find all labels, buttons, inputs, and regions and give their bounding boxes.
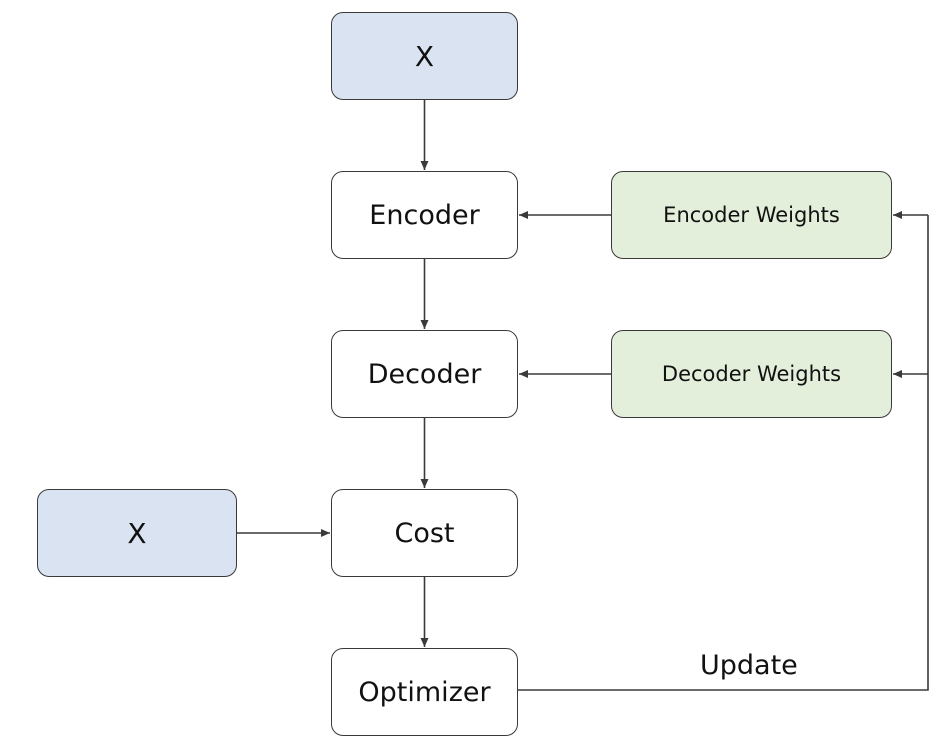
encoder-weights-node: Encoder Weights <box>611 171 892 259</box>
decoder-label: Decoder <box>367 358 482 390</box>
decoder-weights-label: Decoder Weights <box>661 362 842 386</box>
input-x-left-node: X <box>37 489 237 577</box>
decoder-node: Decoder <box>331 330 518 418</box>
edge-optimizer-update-bus <box>518 215 929 691</box>
input-x-left-label: X <box>127 516 147 550</box>
input-x-top-label: X <box>414 39 435 73</box>
cost-node: Cost <box>331 489 518 577</box>
update-edge-label: Update <box>700 650 798 681</box>
cost-label: Cost <box>394 517 455 549</box>
encoder-label: Encoder <box>369 199 480 231</box>
decoder-weights-node: Decoder Weights <box>611 330 892 418</box>
optimizer-label: Optimizer <box>358 676 491 708</box>
input-x-top-node: X <box>331 12 518 100</box>
encoder-node: Encoder <box>331 171 518 259</box>
encoder-weights-label: Encoder Weights <box>663 203 840 227</box>
optimizer-node: Optimizer <box>331 648 518 736</box>
